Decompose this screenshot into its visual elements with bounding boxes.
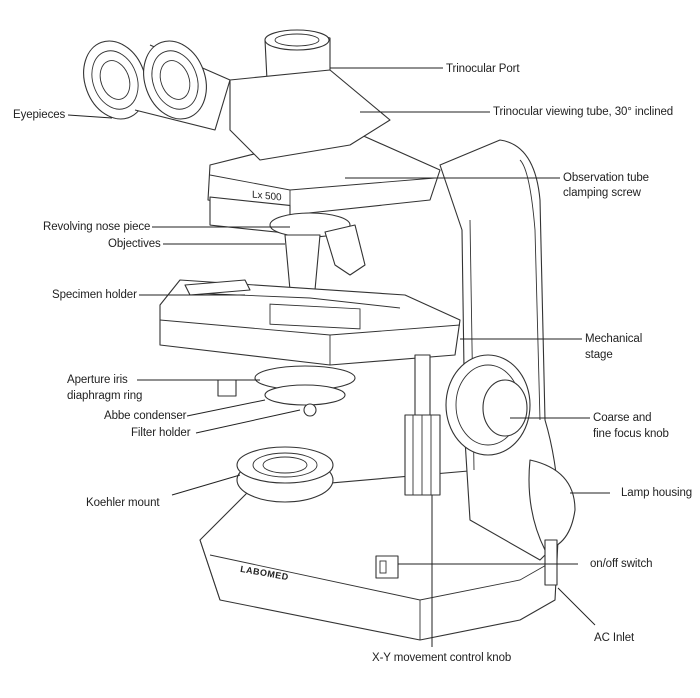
condenser (264, 384, 346, 406)
label-eyepieces: Eyepieces (13, 109, 66, 121)
label-focus-knob-1: Coarse and (593, 412, 652, 424)
label-objectives: Objectives (108, 238, 161, 250)
condenser-knob (217, 379, 237, 397)
label-abbe-condenser: Abbe condenser (104, 410, 187, 422)
label-on-off-switch: on/off switch (590, 558, 653, 570)
label-mechanical-stage-2: stage (585, 349, 613, 361)
label-nose-piece: Revolving nose piece (43, 221, 151, 233)
eyepieces (83, 40, 231, 131)
label-lamp-housing: Lamp housing (621, 487, 693, 499)
model-badge: Lx 500 (252, 189, 282, 204)
ac-inlet (544, 539, 558, 586)
koehler-mount (236, 446, 334, 503)
label-xy-knob: X-Y movement control knob (372, 652, 512, 664)
label-aperture-1: Aperture iris (67, 374, 128, 386)
label-koehler-mount: Koehler mount (86, 497, 160, 509)
label-aperture-2: diaphragm ring (67, 390, 143, 402)
leader-lines (67, 67, 610, 647)
label-trinocular-port: Trinocular Port (446, 63, 520, 75)
label-clamping-screw-2: clamping screw (563, 187, 641, 199)
label-focus-knob-2: fine focus knob (593, 428, 669, 440)
label-viewing-tube: Trinocular viewing tube, 30° inclined (493, 106, 674, 118)
label-clamping-screw-1: Observation tube (563, 172, 649, 184)
lamp-housing (528, 459, 576, 551)
label-specimen-holder: Specimen holder (52, 289, 137, 301)
focus-knob (445, 354, 531, 456)
power-switch (375, 555, 399, 579)
label-ac-inlet: AC Inlet (594, 632, 635, 644)
label-mechanical-stage-1: Mechanical (585, 333, 643, 345)
xy-knob (404, 414, 441, 496)
specimen-holder (184, 279, 251, 296)
label-filter-holder: Filter holder (131, 427, 191, 439)
